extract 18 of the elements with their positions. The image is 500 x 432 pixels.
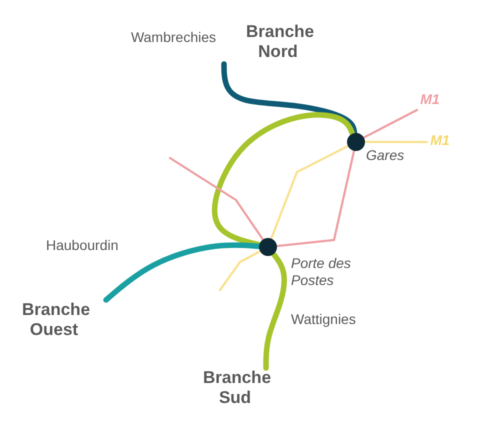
transit-line bbox=[362, 108, 418, 139]
line-label: M1 bbox=[419, 90, 441, 108]
transit-line bbox=[364, 140, 428, 144]
place-name: Wambrechies bbox=[130, 29, 216, 46]
line-label: M1 bbox=[429, 131, 451, 149]
transit-line bbox=[263, 251, 287, 371]
transit-line bbox=[103, 242, 262, 303]
station-name: Porte des Postes bbox=[291, 255, 352, 289]
station-dot bbox=[347, 133, 365, 151]
place-name: Haubourdin bbox=[46, 237, 120, 254]
station-name: Gares bbox=[366, 147, 406, 164]
transit-line bbox=[221, 61, 358, 136]
station-dot bbox=[259, 238, 277, 256]
transit-line bbox=[270, 144, 350, 240]
transit-line bbox=[168, 156, 264, 241]
transit-line bbox=[218, 250, 262, 292]
transit-line bbox=[276, 150, 356, 248]
place-name: Wattignies bbox=[291, 311, 357, 328]
